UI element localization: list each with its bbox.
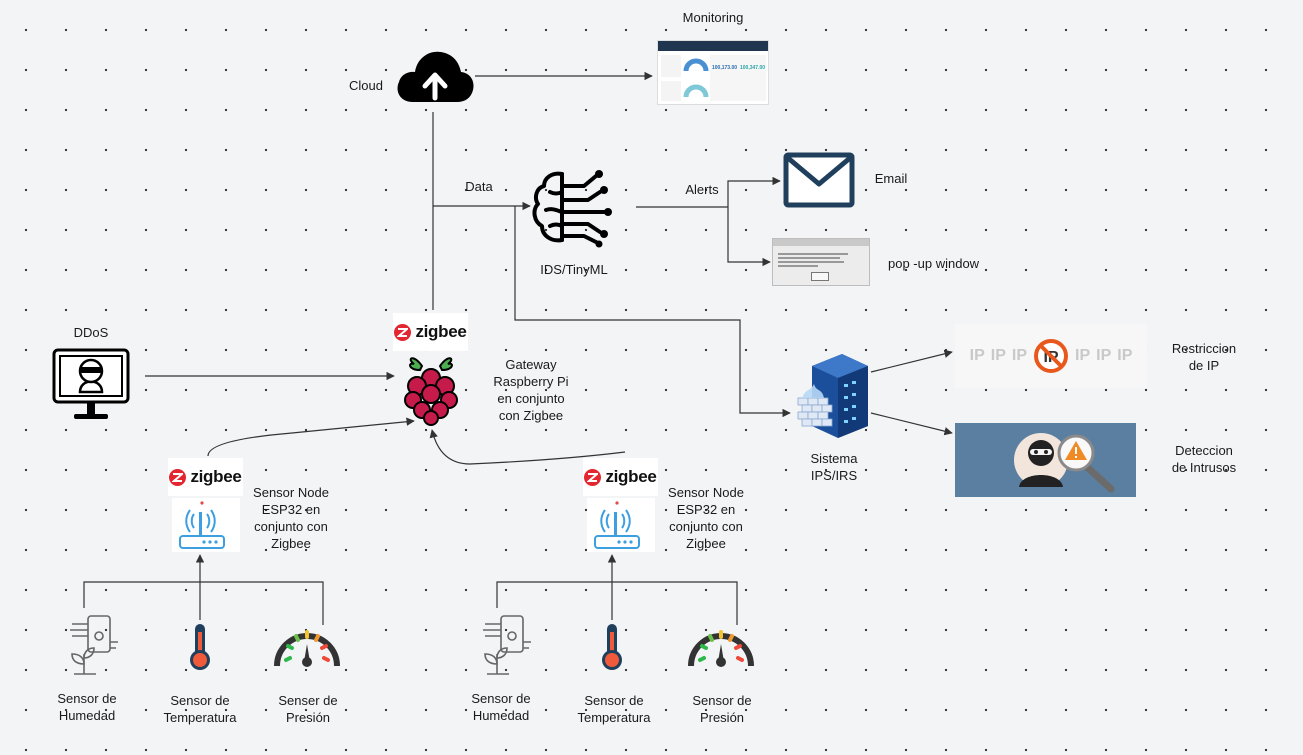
left-thermometer-icon [190,624,210,670]
zigbee-icon [169,468,187,486]
left-sensor-node-label: Sensor Node ESP32 en conjunto con Zigbee [253,485,329,551]
ip-text-5: IP [1096,347,1112,364]
right-plant-humidity-icon [483,615,531,675]
hacker-monitor-icon [52,348,130,419]
right-thermometer-icon [602,624,622,670]
popup-window-screenshot[interactable] [772,238,870,286]
left-sensor-bus [83,581,324,625]
ids-to-ips-arrow [514,206,791,418]
alerts-label: Alerts [685,182,719,197]
dashboard-value-2: 100,347.00 [740,65,766,71]
raspberry-pi-icon [404,357,458,426]
cloud-upload-icon [397,51,474,102]
ids-label: IDS/TinyML [540,262,608,277]
data-label: Data [465,179,493,194]
left-pressure-gauge-icon [274,630,340,667]
right-pressure-gauge-icon [688,630,754,667]
right-sensor-bus [496,581,738,625]
server-firewall-icon [797,354,868,438]
left-humedad-label: Sensor de Humedad [57,691,117,723]
ips-to-deteccion-arrow [870,412,953,436]
zigbee-icon [394,323,412,341]
left-presion-label: Senser de Presión [278,693,338,725]
gateway-zigbee-logo: zigbee [393,313,468,351]
right-sensor-node-label: Sensor Node ESP32 en conjunto con Zigbee [668,485,744,551]
envelope-icon [783,152,855,208]
alerts-to-popup-arrow [727,207,771,267]
cloud-label: Cloud [349,78,383,93]
left-node-zigbee-text: zigbee [190,467,242,486]
zigbee-icon [584,468,602,486]
ip-text-2: IP [990,347,1006,364]
popup-label: pop -up window [888,256,980,271]
left-node-to-gateway-arrow [207,417,415,457]
dashboard-screenshot[interactable]: 100,173.00 100,347.00 [657,40,769,105]
right-node-to-gateway-arrow [429,429,626,465]
left-plant-humidity-icon [70,615,118,675]
left-router-antenna-icon [172,498,240,552]
right-node-zigbee-text: zigbee [605,467,657,486]
ip-text-4: IP [1075,347,1091,364]
restriccion-label: Restriccion de IP [1171,341,1237,373]
right-presion-label: Sensor de Presión [692,693,752,725]
ips-to-restriccion-arrow [870,349,953,373]
right-node-zigbee-logo: zigbee [583,458,658,496]
deteccion-label: Deteccion de Intrusos [1171,443,1237,475]
dashboard-value-1: 100,173.00 [712,65,738,71]
ip-text-6: IP [1117,347,1133,364]
right-humedad-label: Sensor de Humedad [471,691,531,723]
email-label: Email [874,171,908,186]
gateway-label: Gateway Raspberry Pi en conjunto con Zig… [493,357,569,423]
right-router-antenna-icon [587,498,655,552]
gateway-zigbee-text: zigbee [415,322,467,341]
right-temperatura-label: Sensor de Temperatura [577,693,651,725]
left-node-zigbee-logo: zigbee [168,458,243,496]
ddos-label: DDoS [73,325,109,340]
ip-text-3: IP [1011,347,1027,364]
sistema-label: Sistema IPS/IRS [810,451,858,483]
ip-blocked-icon: IP IP IP IP IP IP IP [955,324,1147,388]
ip-block-circle: IP [1033,338,1069,374]
monitoring-label: Monitoring [682,10,744,25]
left-temperatura-label: Sensor de Temperatura [163,693,237,725]
neural-network-brain-icon [532,170,612,248]
intruder-detection-icon [955,423,1136,497]
alerts-to-email-arrow [727,176,781,207]
ip-text-1: IP [969,347,985,364]
